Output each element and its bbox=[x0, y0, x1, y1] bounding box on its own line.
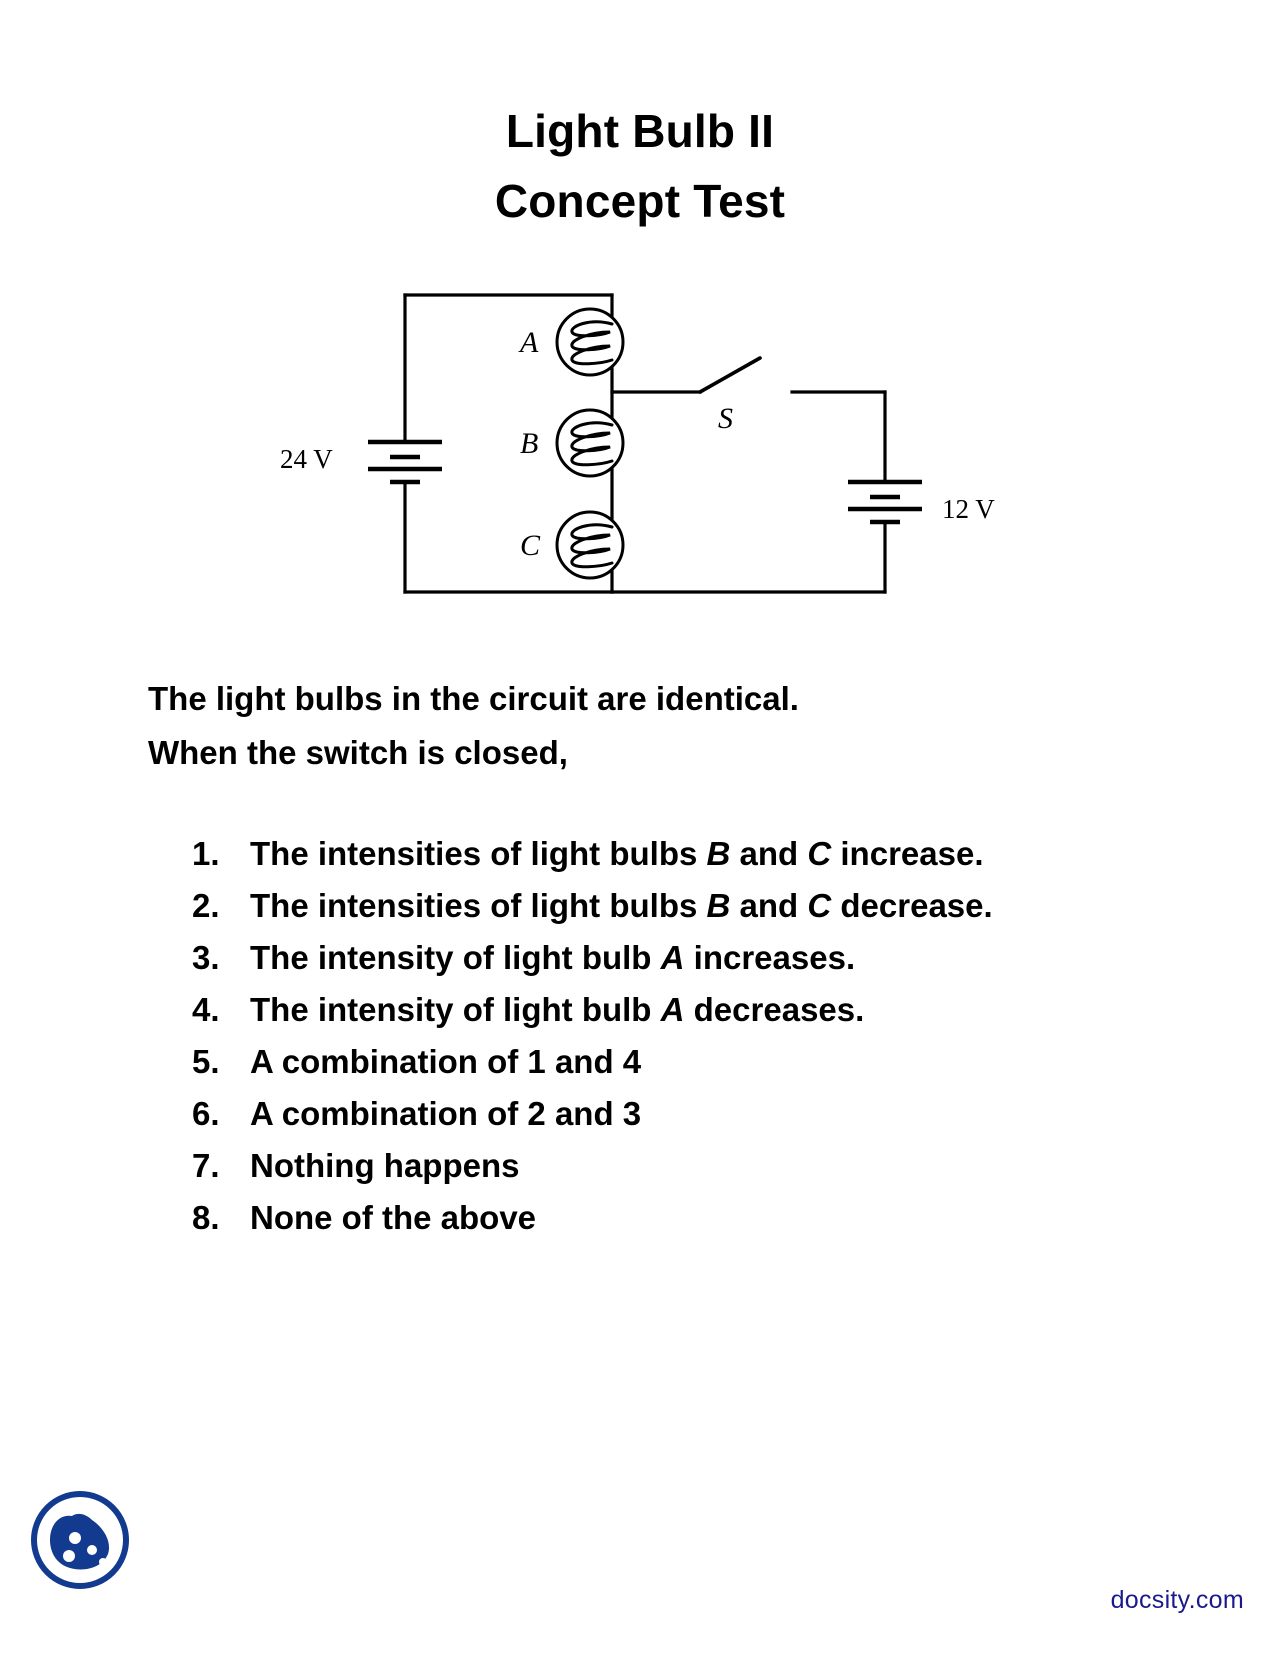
bulb-c-label: C bbox=[520, 529, 541, 562]
battery-12v-label: 12 V bbox=[942, 494, 995, 524]
battery-24v-label: 24 V bbox=[280, 444, 333, 474]
option-text-run: The intensity of light bulb bbox=[250, 991, 661, 1028]
option-text-run: The intensity of light bulb bbox=[250, 939, 661, 976]
bulb-letter: A bbox=[660, 991, 685, 1028]
option-text-run: None of the above bbox=[250, 1199, 537, 1236]
answer-option-number: 5. bbox=[192, 1043, 220, 1080]
page-title: Light Bulb II Concept Test bbox=[0, 96, 1280, 236]
answer-option-text: The intensities of light bulbs B and C i… bbox=[250, 828, 984, 880]
bulb-c-envelope bbox=[555, 510, 625, 580]
answer-option-number: 4. bbox=[192, 991, 220, 1028]
title-line-2: Concept Test bbox=[494, 175, 786, 227]
option-text-run: The intensities of light bulbs bbox=[250, 887, 707, 924]
option-text-run: decreases. bbox=[684, 991, 865, 1028]
option-text-run: and bbox=[730, 835, 808, 872]
bulb-b-label: B bbox=[520, 427, 538, 460]
prompt-line-2: When the switch is closed, bbox=[148, 734, 568, 771]
answer-option-4[interactable]: 4. The intensity of light bulb A decrease… bbox=[192, 984, 1202, 1036]
answer-option-1[interactable]: 1. The intensities of light bulbs B and C… bbox=[192, 828, 1202, 880]
logo-dot-4 bbox=[99, 1558, 107, 1566]
bulb-letter: B bbox=[706, 887, 731, 924]
battery-12v bbox=[848, 479, 922, 525]
bulb-b-envelope bbox=[555, 408, 625, 478]
answer-option-text: The intensities of light bulbs B and C d… bbox=[250, 880, 993, 932]
logo-dot-2 bbox=[87, 1545, 97, 1555]
bulb-a-envelope bbox=[555, 307, 625, 377]
title-line-1: Light Bulb II bbox=[505, 105, 775, 157]
answer-option-text: The intensity of light bulb A decreases. bbox=[250, 984, 864, 1036]
answer-option-number: 8. bbox=[192, 1199, 220, 1236]
answer-options-list: 1. The intensities of light bulbs B and C… bbox=[192, 828, 1202, 1244]
bulb-letter: C bbox=[807, 835, 832, 872]
bulb-letter: A bbox=[660, 939, 685, 976]
bulb-c-filament bbox=[570, 523, 614, 569]
bulb-a-filament bbox=[570, 320, 614, 366]
option-text-run: The intensities of light bulbs bbox=[250, 835, 707, 872]
answer-option-8[interactable]: 8. None of the above bbox=[192, 1192, 1202, 1244]
logo-dot-1 bbox=[69, 1532, 81, 1544]
answer-option-number: 3. bbox=[192, 939, 220, 976]
answer-option-number: 6. bbox=[192, 1095, 220, 1132]
answer-option-number: 1. bbox=[192, 835, 220, 872]
switch-label: S bbox=[718, 402, 733, 435]
option-text-run: increases. bbox=[684, 939, 856, 976]
answer-option-number: 7. bbox=[192, 1147, 220, 1184]
answer-option-7[interactable]: 7. Nothing happens bbox=[192, 1140, 1202, 1192]
bulb-a bbox=[555, 307, 625, 377]
answer-option-2[interactable]: 2. The intensities of light bulbs B and C… bbox=[192, 880, 1202, 932]
bulb-a-label: A bbox=[518, 326, 539, 359]
answer-option-5[interactable]: 5. A combination of 1 and 4 bbox=[192, 1036, 1202, 1088]
logo-dot-3 bbox=[63, 1550, 75, 1562]
answer-option-text: None of the above bbox=[250, 1192, 536, 1244]
option-text-run: increase. bbox=[831, 835, 984, 872]
bulb-c bbox=[555, 510, 625, 580]
option-text-run: decrease. bbox=[831, 887, 993, 924]
bulb-b-filament bbox=[570, 421, 614, 467]
bulb-letter: B bbox=[706, 835, 731, 872]
answer-option-text: A combination of 2 and 3 bbox=[250, 1088, 641, 1140]
option-text-run: and bbox=[730, 887, 808, 924]
question-prompt: The light bulbs in the circuit are ident… bbox=[148, 672, 1148, 780]
battery-24v bbox=[368, 439, 442, 485]
answer-option-text: A combination of 1 and 4 bbox=[250, 1036, 641, 1088]
answer-option-text: The intensity of light bulb A increases. bbox=[250, 932, 855, 984]
docsity-logo-icon bbox=[28, 1488, 132, 1592]
option-text-run: A combination of 2 and 3 bbox=[250, 1095, 642, 1132]
answer-option-6[interactable]: 6. A combination of 2 and 3 bbox=[192, 1088, 1202, 1140]
bulb-b bbox=[555, 408, 625, 478]
answer-option-3[interactable]: 3. The intensity of light bulb A increase… bbox=[192, 932, 1202, 984]
answer-option-text: Nothing happens bbox=[250, 1140, 519, 1192]
bulb-letter: C bbox=[807, 887, 832, 924]
circuit-diagram: 24 V A B C S bbox=[250, 270, 1010, 630]
option-text-run: A combination of 1 and 4 bbox=[250, 1043, 642, 1080]
answer-option-number: 2. bbox=[192, 887, 220, 924]
prompt-line-1: The light bulbs in the circuit are ident… bbox=[148, 680, 799, 717]
site-url-link[interactable]: docsity.com bbox=[1110, 1586, 1244, 1614]
option-text-run: Nothing happens bbox=[250, 1147, 520, 1184]
switch-blade[interactable] bbox=[698, 356, 762, 394]
